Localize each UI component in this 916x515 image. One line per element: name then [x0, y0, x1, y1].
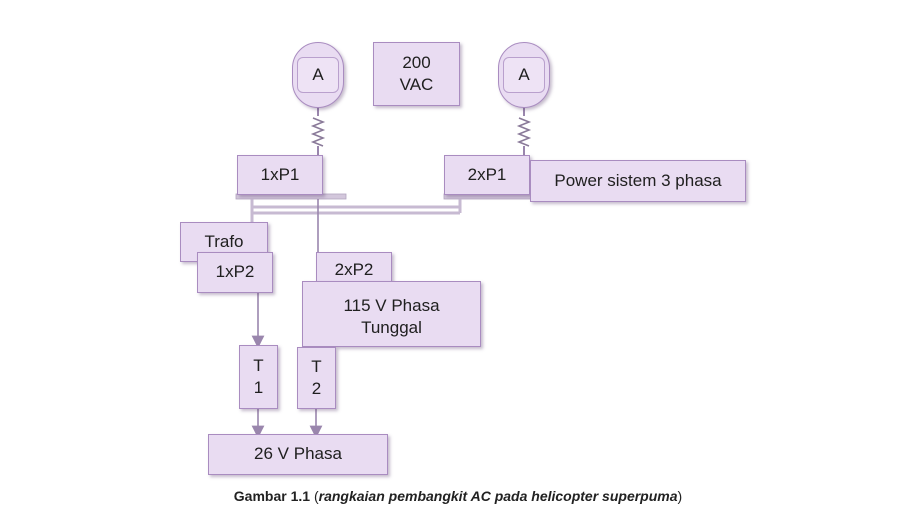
p1-right-label: 2xP1: [467, 164, 507, 184]
source-line1: 200: [402, 52, 431, 72]
output-label: 26 V Phasa: [254, 444, 342, 464]
source-200vac-box: 200 VAC: [373, 42, 460, 106]
power-system-label: Power sistem 3 phasa: [554, 170, 722, 190]
p1-left-label: 1xP1: [260, 164, 300, 184]
generator-right-label: A: [503, 57, 545, 93]
generator-left-label: A: [297, 57, 339, 93]
generator-left: A: [292, 42, 344, 108]
p1-left-box: 1xP1: [237, 155, 323, 195]
t1-line2: 1: [253, 378, 264, 397]
single-phase-line2: Tunggal: [361, 318, 422, 337]
t1-line1: T: [253, 355, 264, 375]
t2-line2: 2: [311, 379, 322, 398]
output-26v-box: 26 V Phasa: [208, 434, 388, 475]
source-line2: VAC: [399, 75, 434, 94]
t1-box: T 1: [239, 345, 278, 409]
t2-line1: T: [311, 356, 322, 376]
p2-right-label: 2xP2: [334, 259, 374, 279]
gen-right-coil-symbol: [516, 117, 532, 147]
caption-text: rangkaian pembangkit AC pada helicopter …: [318, 488, 678, 504]
gen-left-coil-symbol: [310, 117, 326, 147]
p2-left-box: 1xP2: [197, 252, 273, 293]
generator-right: A: [498, 42, 550, 108]
trafo-label: Trafo: [204, 232, 244, 251]
caption-number: Gambar 1.1: [233, 488, 311, 504]
caption-close: ): [677, 488, 683, 504]
p1-right-box: 2xP1: [444, 155, 530, 195]
single-phase-line1: 115 V Phasa: [343, 295, 440, 315]
single-phase-box: 115 V Phasa Tunggal: [302, 281, 481, 347]
p2-left-label: 1xP2: [215, 262, 255, 282]
power-system-box: Power sistem 3 phasa: [530, 160, 746, 202]
t2-box: T 2: [297, 347, 336, 409]
caption-open: (: [310, 488, 319, 504]
figure-caption: Gambar 1.1 (rangkaian pembangkit AC pada…: [0, 488, 916, 504]
